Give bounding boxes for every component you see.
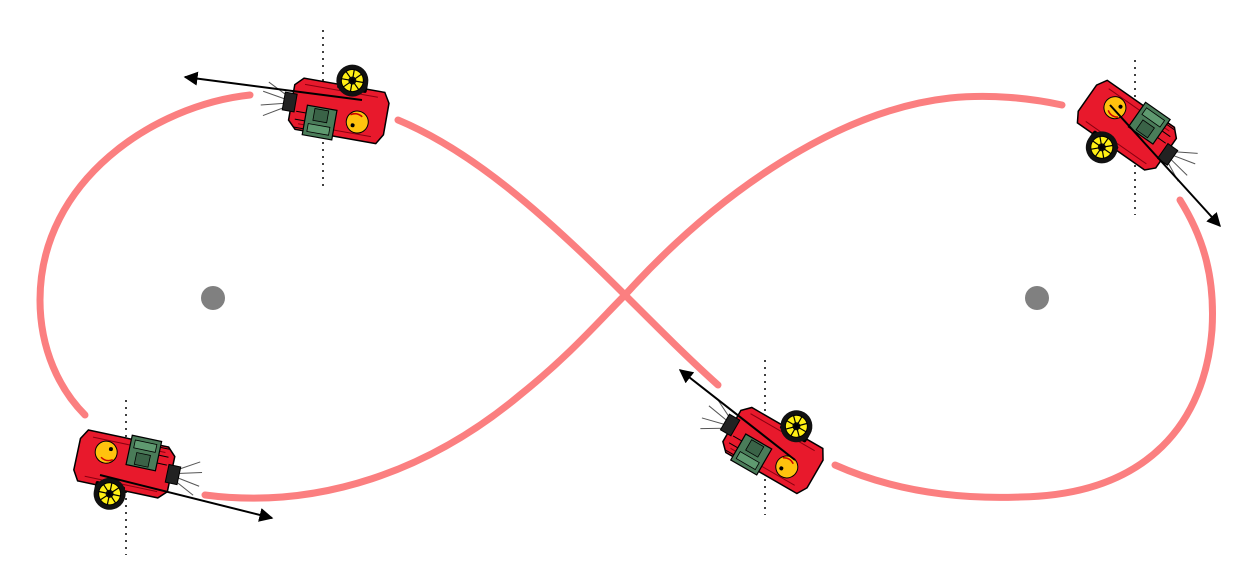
robot-bottom-left: [66, 424, 208, 529]
track: [36, 91, 1216, 502]
arrow-bottom-left: [99, 474, 274, 522]
arrow-top-left: [183, 71, 363, 101]
right-center-dot: [1025, 286, 1049, 310]
track-segment-crossing-up: [394, 116, 722, 389]
track-segment-right-upper: [621, 92, 1066, 299]
track-segment-right-loop: [831, 196, 1216, 501]
arrow-top-right: [1109, 104, 1221, 228]
robot-top-left: [256, 49, 396, 150]
left-center-dot: [201, 286, 225, 310]
track-segment-left-loop: [36, 91, 254, 419]
arrow-bottom-center: [678, 369, 796, 461]
track-segment-left-bottom: [201, 291, 629, 502]
heading-arrows: [99, 71, 1221, 522]
